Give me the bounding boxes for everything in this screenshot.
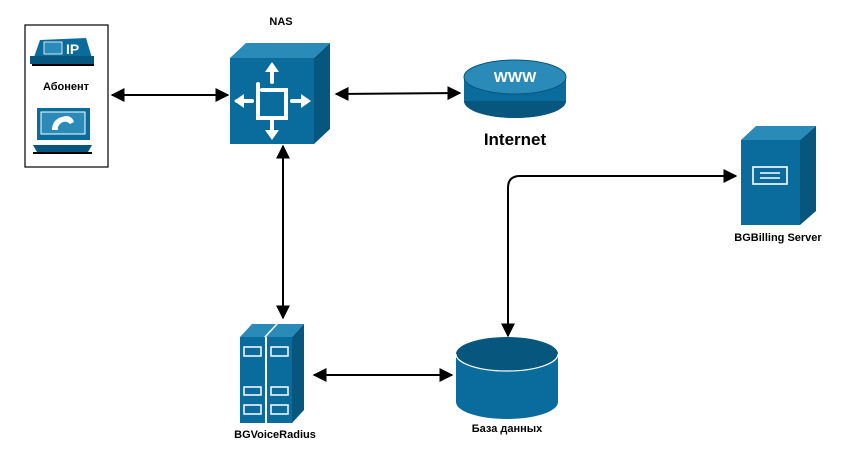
subscriber-label: Абонент	[43, 81, 90, 93]
svg-text:IP: IP	[66, 41, 79, 57]
server-rack-icon	[240, 324, 304, 423]
radius-label: BGVoiceRadius	[234, 429, 316, 441]
connectors	[110, 86, 738, 382]
nas-label: NAS	[269, 16, 292, 28]
internet-label: Internet	[484, 130, 547, 149]
billing-server-node: BGBilling Server	[734, 126, 822, 244]
database-label: База данных	[472, 423, 543, 435]
ip-phone-icon: IP	[30, 32, 94, 66]
database-node: База данных	[455, 337, 559, 435]
phone-terminal-icon	[33, 108, 92, 154]
internet-node: WWW Internet	[463, 59, 567, 149]
router-switch-icon	[230, 43, 330, 144]
cloud-cylinder-icon: WWW	[463, 59, 567, 118]
server-tower-icon	[741, 126, 816, 225]
www-badge: WWW	[494, 69, 537, 86]
database-icon	[455, 337, 559, 419]
radius-node: BGVoiceRadius	[234, 324, 316, 441]
link-nas-internet	[334, 86, 462, 101]
nas-node: NAS	[230, 16, 330, 144]
subscriber-node: IP Абонент	[24, 24, 109, 168]
link-database-billing	[501, 169, 738, 338]
billing-server-label: BGBilling Server	[734, 232, 822, 244]
